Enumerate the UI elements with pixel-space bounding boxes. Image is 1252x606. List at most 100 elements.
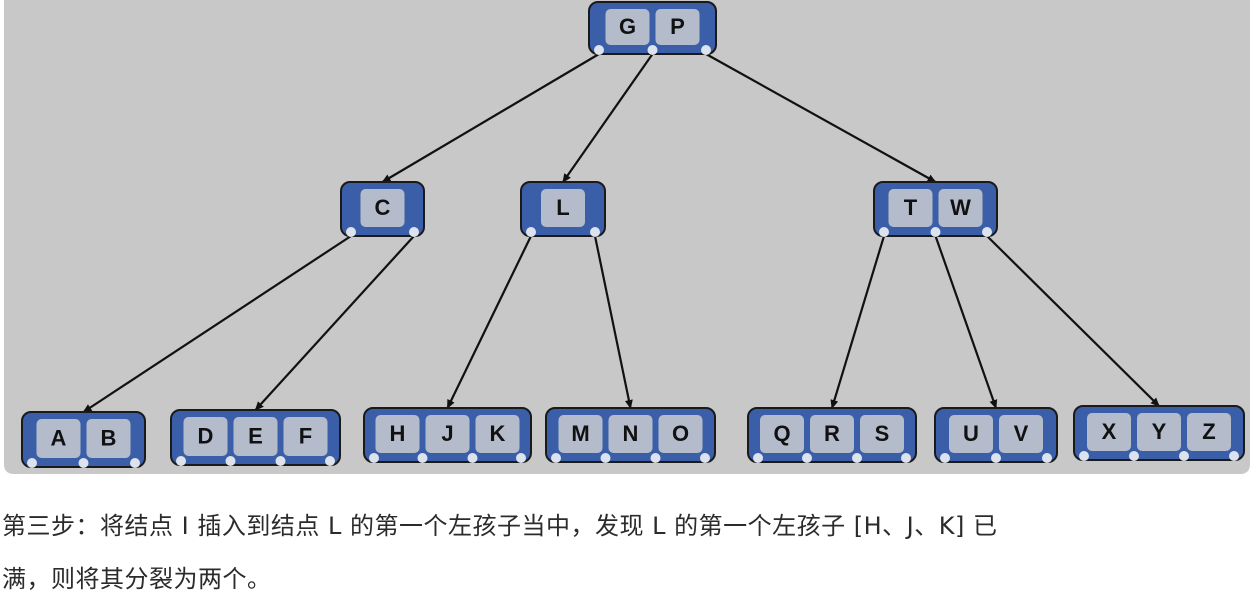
pointer-dot — [417, 453, 428, 463]
key-label: N — [623, 421, 639, 446]
pointer-dot — [940, 453, 950, 463]
key-label: J — [441, 421, 453, 446]
edge-root-c — [381, 53, 600, 183]
pointer-dot — [594, 45, 604, 55]
key-cell — [233, 417, 278, 456]
pointer-dot — [879, 227, 889, 237]
key-cell — [605, 9, 650, 45]
key-cell — [760, 415, 804, 453]
key-cell — [810, 415, 854, 453]
key-label: M — [571, 421, 589, 446]
tree-node-l: L — [520, 181, 606, 237]
pointer-dot — [1229, 451, 1239, 461]
key-cell — [949, 415, 993, 453]
pointer-dot — [551, 453, 561, 463]
key-label: V — [1014, 421, 1029, 446]
key-label: U — [963, 421, 979, 446]
key-label: F — [299, 424, 312, 449]
tree-node-qrs: Q R S — [747, 407, 917, 463]
pointer-dot — [753, 453, 763, 463]
key-label: E — [248, 424, 263, 449]
pointer-dot — [275, 456, 286, 466]
pointer-dot — [852, 453, 862, 463]
pointer-dot — [467, 453, 478, 463]
pointer-dot — [647, 45, 658, 55]
pointer-dot — [901, 453, 911, 463]
pointer-dot — [176, 456, 186, 466]
pointer-dot — [930, 227, 941, 237]
edge-l-mno — [593, 235, 633, 409]
tree-node-c: C — [340, 181, 425, 237]
key-cell — [183, 417, 228, 456]
edge-l-hjk — [446, 235, 532, 409]
key-cell — [1087, 413, 1131, 451]
tree-node-def: D E F — [170, 409, 341, 466]
pointer-dot — [526, 227, 536, 237]
key-cell — [360, 189, 405, 227]
pointer-dot — [1079, 451, 1089, 461]
key-cell — [425, 415, 470, 453]
key-label: D — [198, 424, 214, 449]
key-cell — [558, 415, 603, 453]
key-cell — [655, 9, 700, 45]
diagram-background — [4, 0, 1250, 474]
pointer-dot — [982, 227, 992, 237]
key-label: R — [824, 421, 840, 446]
pointer-dot — [590, 227, 600, 237]
key-label: B — [101, 426, 117, 451]
key-cell — [1137, 413, 1181, 451]
key-label: X — [1102, 419, 1117, 444]
key-label: K — [490, 421, 506, 446]
edge-tw-qrs — [830, 235, 886, 409]
pointer-dot — [130, 458, 140, 468]
key-label: C — [375, 195, 391, 220]
edge-tw-xyz — [986, 235, 1160, 407]
pointer-dot — [225, 456, 236, 466]
key-cell — [999, 415, 1043, 453]
key-label: W — [950, 195, 971, 220]
key-cell — [283, 417, 328, 456]
key-cell — [608, 415, 653, 453]
pointer-dot — [516, 453, 526, 463]
pointer-dot — [1179, 451, 1189, 461]
key-cell — [860, 415, 904, 453]
edge-root-tw — [705, 53, 937, 183]
key-cell — [658, 415, 703, 453]
pointer-dot — [600, 453, 611, 463]
edge-c-ab — [82, 235, 352, 413]
key-label: O — [672, 421, 689, 446]
key-cell — [888, 189, 933, 227]
key-label: G — [619, 14, 636, 39]
caption: 第三步：将结点 I 插入到结点 L 的第一个左孩子当中，发现 L 的第一个左孩子… — [2, 500, 1247, 606]
key-label: L — [556, 195, 569, 220]
key-label: P — [670, 14, 685, 39]
key-label: Q — [773, 421, 790, 446]
key-cell — [938, 189, 983, 227]
key-label: S — [875, 421, 890, 446]
key-cell — [36, 419, 81, 458]
pointer-dot — [409, 227, 419, 237]
key-label: T — [904, 195, 918, 220]
key-cell — [475, 415, 520, 453]
pointer-dot — [700, 453, 710, 463]
caption-line-1: 第三步：将结点 I 插入到结点 L 的第一个左孩子当中，发现 L 的第一个左孩子… — [2, 512, 998, 540]
key-label: A — [51, 426, 67, 451]
edge-c-def — [254, 235, 415, 411]
pointer-dot — [1129, 451, 1139, 461]
key-cell — [1187, 413, 1231, 451]
key-cell — [375, 415, 420, 453]
pointer-dot — [325, 456, 335, 466]
key-cell — [86, 419, 131, 458]
pointer-dot — [27, 458, 37, 468]
edge-root-l — [562, 53, 654, 183]
pointer-dot — [369, 453, 379, 463]
pointer-dot — [650, 453, 661, 463]
pointer-dot — [78, 458, 89, 468]
